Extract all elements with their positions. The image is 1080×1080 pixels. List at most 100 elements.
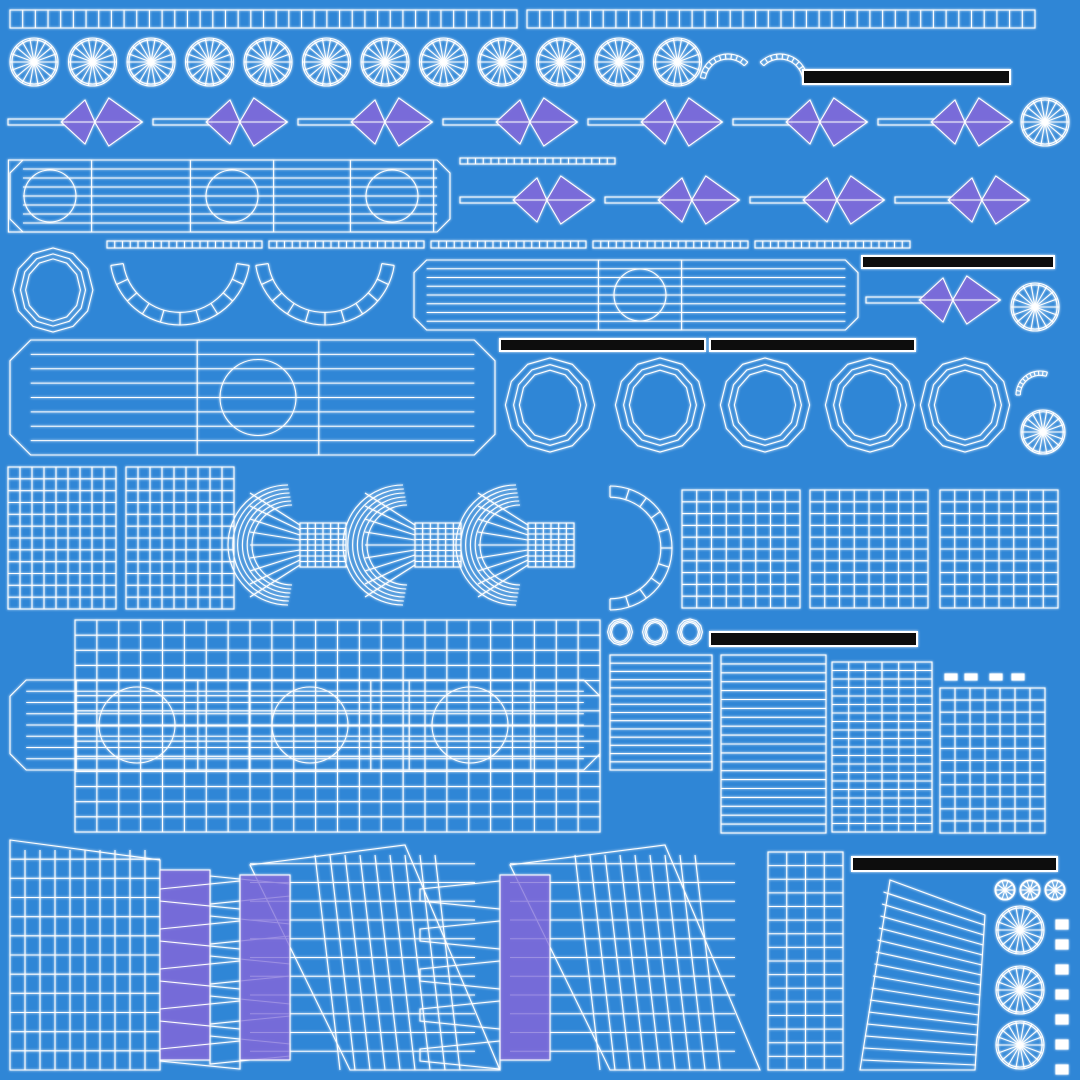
wheel-spoke <box>431 40 444 63</box>
ring-mid <box>513 364 587 446</box>
wheel-spoke <box>267 61 281 84</box>
arc-edge <box>122 263 238 313</box>
arc-rib <box>658 563 670 568</box>
wheel-spoke <box>1029 889 1034 900</box>
wheel-spoke <box>33 61 47 84</box>
arc-rib <box>701 71 707 75</box>
ring-mid <box>928 364 1002 446</box>
arc-rib <box>791 57 795 63</box>
wheel-spoke <box>1019 1021 1025 1046</box>
arc-rib <box>304 309 310 323</box>
thin-strip-island <box>754 240 911 249</box>
wheel-spoke <box>1019 989 1025 1014</box>
wheel-spoke <box>443 40 456 63</box>
curved-strip-line <box>874 963 981 986</box>
fan-rib <box>364 554 416 572</box>
arc-rib <box>367 292 379 302</box>
wheel-island <box>995 1020 1045 1070</box>
arc-rib <box>650 577 661 585</box>
wheel-spoke <box>69 61 93 71</box>
wheel-spoke <box>362 61 386 71</box>
tread-col <box>604 854 631 1071</box>
wheel-spoke <box>150 61 156 86</box>
arc-rib <box>658 528 670 533</box>
curved-strip-line <box>862 1059 977 1066</box>
hole <box>205 169 259 223</box>
uv-grid-island <box>939 489 1059 609</box>
wheel-spoke <box>997 981 1021 991</box>
wheel-spoke <box>560 61 573 84</box>
wheel-spoke <box>1015 1021 1021 1046</box>
tread-spike <box>419 1000 501 1030</box>
wheel-spoke <box>541 46 561 63</box>
wheel-spoke <box>438 61 445 86</box>
ring-outer <box>719 357 811 453</box>
wheel-spoke <box>431 61 444 84</box>
ring-inner <box>518 369 582 441</box>
arc-rib <box>764 58 769 63</box>
wheel-spoke <box>442 38 449 63</box>
wheel-spoke <box>1021 883 1031 891</box>
thin-strip-island <box>592 240 749 249</box>
arc-rib <box>340 309 346 323</box>
wheel-spoke <box>15 46 35 63</box>
arc-rib <box>639 588 647 599</box>
wheel-spoke <box>1042 431 1061 447</box>
wheel-spoke <box>190 46 210 63</box>
arc-rib <box>704 65 710 70</box>
arc-rib <box>1045 372 1048 377</box>
wheel-spoke <box>314 61 327 84</box>
wheel-spoke <box>997 1044 1021 1054</box>
arc-rib <box>116 278 129 285</box>
wheel-spoke <box>380 61 386 86</box>
wheel-spoke <box>1044 113 1068 123</box>
wheel-spoke <box>1007 1023 1021 1046</box>
wheel-spoke <box>541 61 561 78</box>
wheel-spoke <box>366 61 386 78</box>
arc-rib <box>1025 375 1029 380</box>
wheel-spoke <box>1034 306 1054 323</box>
wheel-spoke <box>1019 966 1025 991</box>
wheel-spoke <box>326 46 346 63</box>
small-square-island <box>989 673 1003 681</box>
wheel-island <box>1044 879 1066 901</box>
wheel-spoke <box>996 889 1006 897</box>
wheel-spoke <box>1030 306 1036 331</box>
fan-arc <box>361 500 407 590</box>
tread-spike <box>419 1040 501 1070</box>
barrel-outline <box>9 159 451 233</box>
arc-edge <box>1019 374 1047 396</box>
tread-spike <box>159 880 241 910</box>
uv-grid-island <box>939 687 1046 834</box>
white-fan-island <box>759 53 809 79</box>
wheel-spoke <box>560 53 584 63</box>
arc-rib <box>650 511 661 519</box>
thin-strip-island <box>459 157 616 165</box>
wheel-spoke <box>677 61 690 84</box>
wheel-spoke <box>614 38 620 63</box>
wheel-spoke <box>618 61 642 71</box>
wheel-spoke <box>321 61 328 86</box>
wheel-spoke <box>1029 880 1034 891</box>
arc-rib <box>718 55 722 61</box>
uv-grid-island <box>767 851 844 1071</box>
wheel-spoke <box>87 61 94 86</box>
wheel-spoke <box>676 61 683 86</box>
wheel-spoke <box>1001 1029 1021 1046</box>
wheel-spoke <box>596 61 620 71</box>
wheel-spoke <box>132 46 152 63</box>
wheel-spoke <box>600 46 620 63</box>
wheel-spoke <box>1026 889 1031 900</box>
fan-arc <box>232 488 289 602</box>
hole <box>98 686 176 764</box>
arc-rib <box>210 303 219 315</box>
wheel-spoke <box>1051 880 1056 891</box>
ring-island <box>12 247 94 333</box>
hole-frame <box>189 159 275 233</box>
small-square-island <box>1055 1014 1069 1025</box>
white-fan-island <box>699 53 749 79</box>
ring-mid <box>644 620 666 644</box>
wheel-spoke <box>314 40 327 63</box>
wheel-spoke <box>614 61 620 86</box>
wheel-spoke <box>11 61 35 71</box>
